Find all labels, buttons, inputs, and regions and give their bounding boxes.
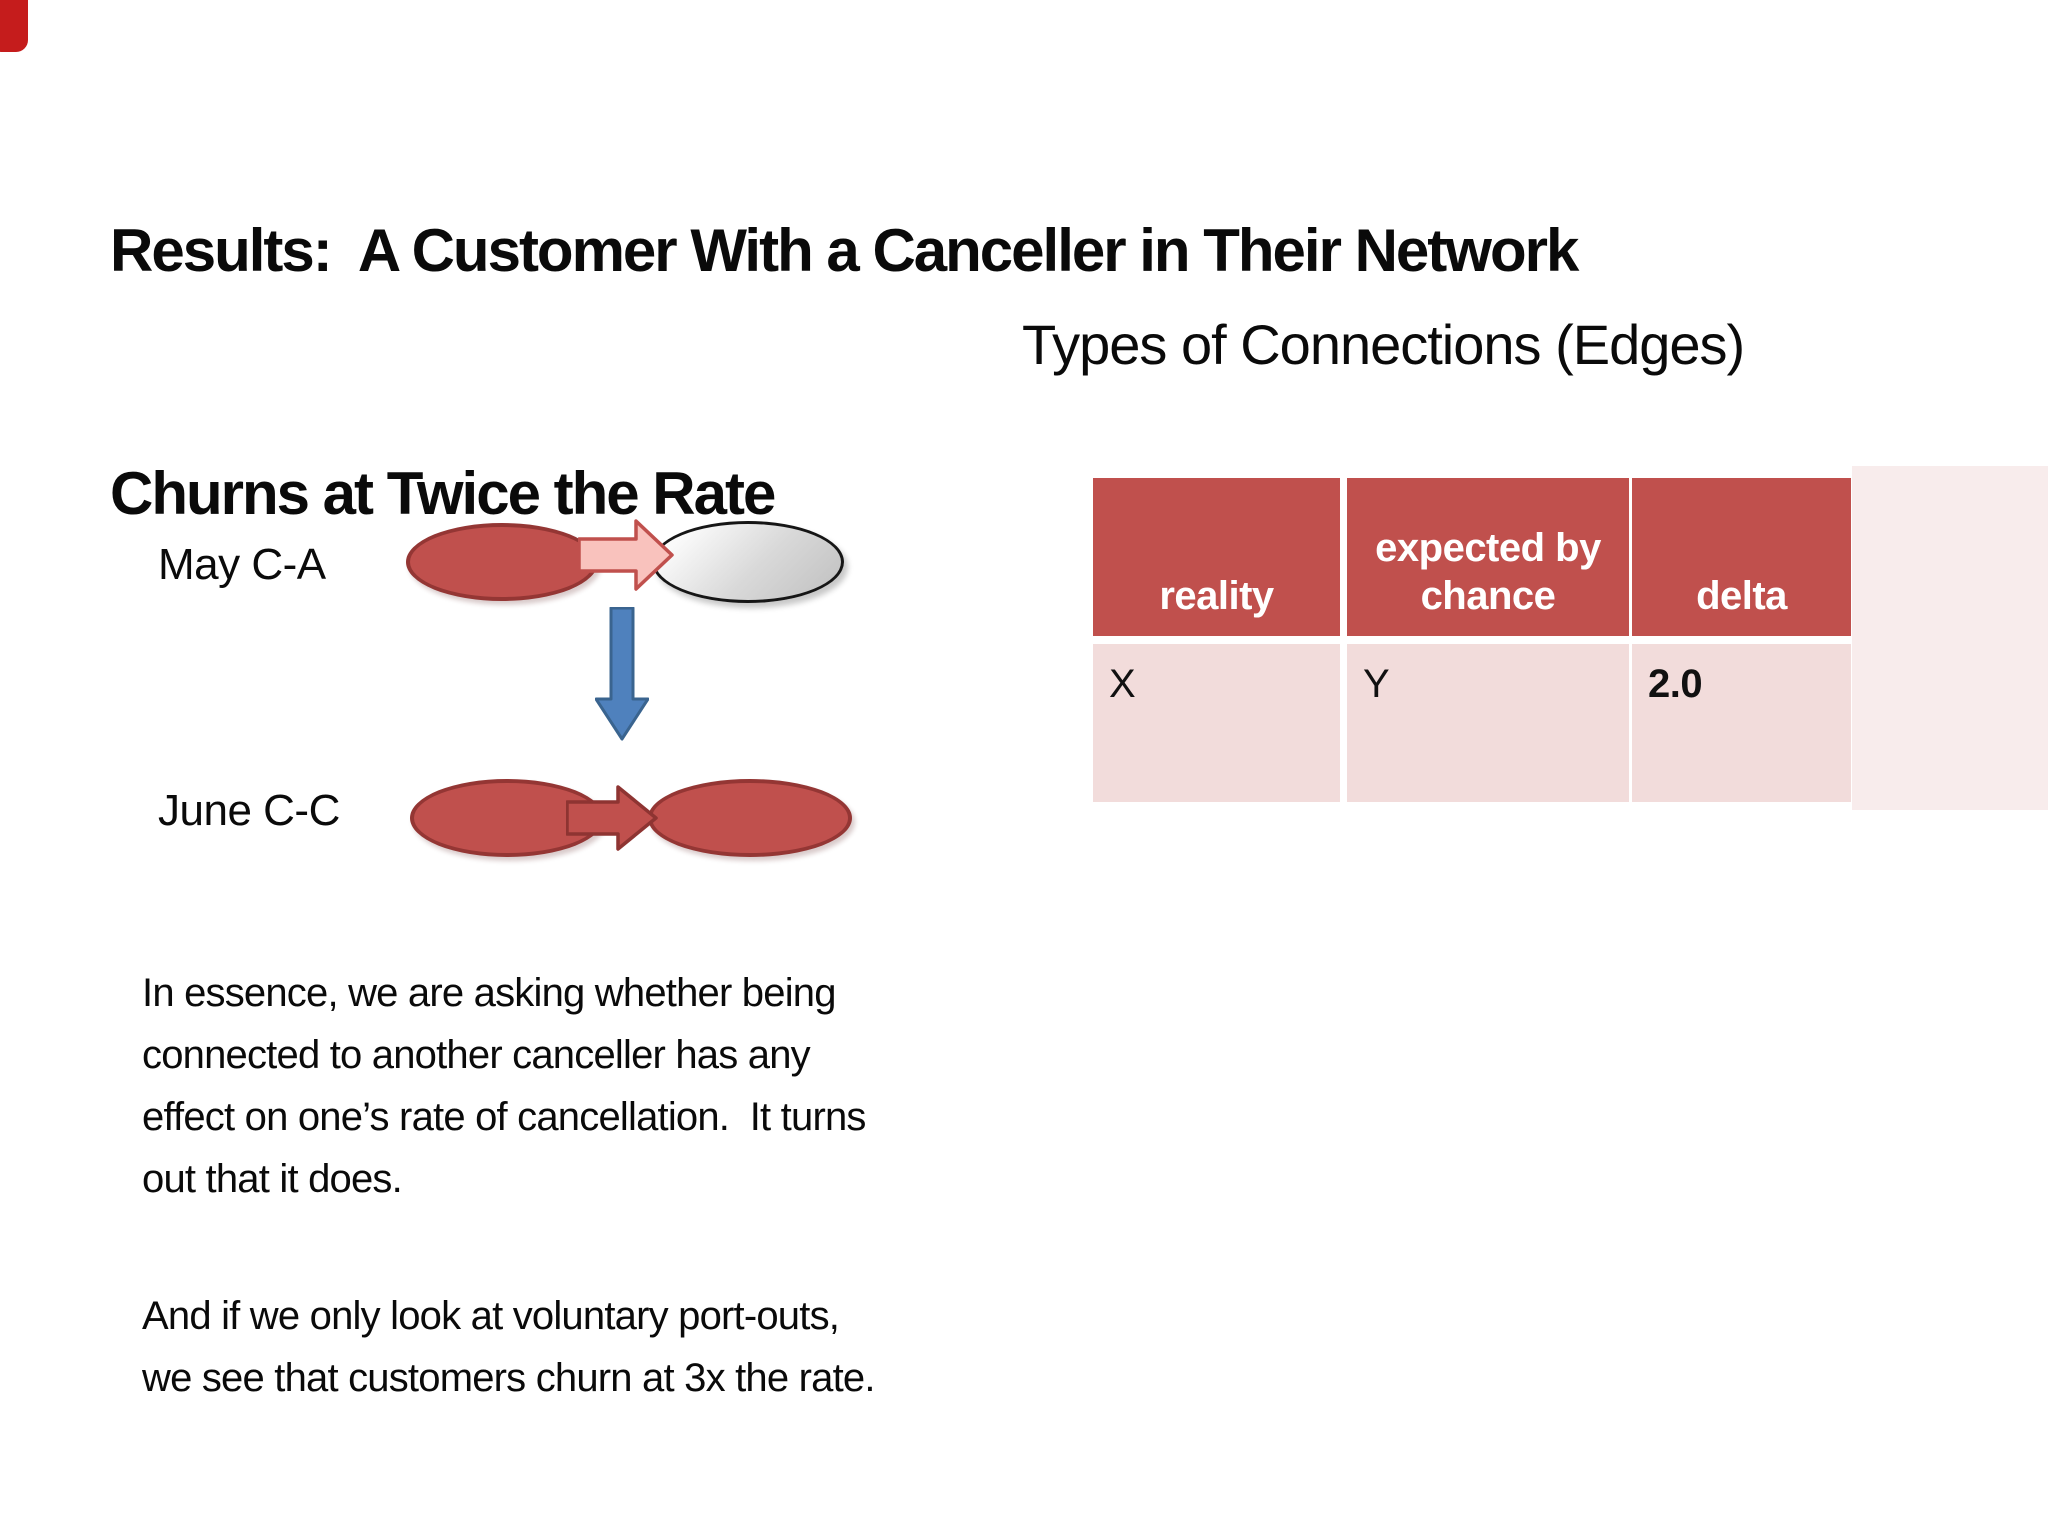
june-connection-arrow-icon [566, 785, 658, 851]
active-customer-node-ellipse [652, 521, 844, 603]
corner-red-mark [0, 0, 28, 52]
transition-down-arrow-icon [595, 607, 649, 741]
diagram-label-june: June C-C [158, 786, 340, 835]
table-cell-value: Y [1363, 662, 1390, 706]
canceller-node-ellipse [648, 779, 852, 857]
slide-title-line2: Churns at Twice the Rate [110, 460, 776, 527]
table-header-reality: reality [1093, 478, 1340, 636]
table-header-delta: delta [1632, 478, 1851, 636]
table-cell-expected-value: Y [1347, 644, 1629, 802]
diagram-label-may: May C-A [158, 540, 326, 589]
table-right-tint [1852, 466, 2048, 810]
slide-title-line1: Results: A Customer With a Canceller in … [110, 217, 1579, 284]
table-header-label: reality [1159, 574, 1274, 618]
canceller-node-ellipse [406, 523, 598, 601]
table-header-label: expected by chance [1375, 526, 1601, 618]
slide-title: Results: A Customer With a Canceller in … [110, 48, 1760, 696]
table-header-expected-by-chance: expected by chance [1347, 478, 1629, 636]
body-paragraph-essence: In essence, we are asking whether being … [142, 971, 866, 1201]
table-cell-value: X [1109, 662, 1136, 706]
table-cell-reality-value: X [1093, 644, 1340, 802]
body-paragraph-portouts: And if we only look at voluntary port-ou… [142, 1294, 875, 1400]
may-connection-arrow-icon [578, 519, 674, 591]
table-header-label: delta [1696, 574, 1787, 618]
table-cell-value: 2.0 [1648, 662, 1703, 706]
section-heading: Types of Connections (Edges) [1022, 313, 1745, 376]
table-cell-delta-value: 2.0 [1632, 644, 1851, 802]
